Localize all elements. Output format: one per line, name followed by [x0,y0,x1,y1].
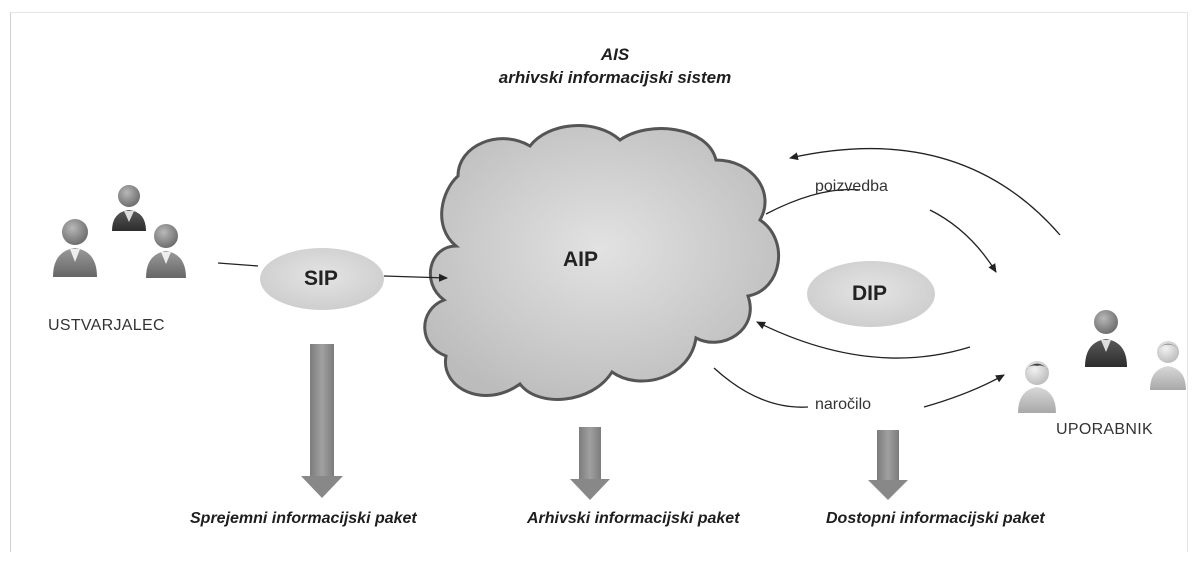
person-icon [112,185,146,231]
sip-ellipse [260,248,384,310]
diagram-frame [10,12,1188,552]
system-name: arhivski informacijski sistem [498,68,732,87]
person-icon [53,219,97,277]
arrow-query-to-user [929,209,997,273]
sip-caption: Sprejemni informacijski paket [190,510,417,527]
producer-label: USTVARJALEC [48,317,165,334]
aip-cloud [423,124,781,401]
dip-caption: Dostopni informacijski paket [826,510,1045,527]
aip-caption: Arhivski informacijski paket [527,510,740,527]
system-acronym: AIS [600,45,630,64]
arrow-order-from-dip [756,321,971,359]
arrow-producer-to-sip [217,262,259,267]
person-icon [1085,310,1127,367]
sip-label: SIP [304,267,338,290]
arrow-order-out [713,367,809,408]
arrow-sip-to-aip [383,273,448,282]
person-icon [146,224,186,278]
arrow-query-out [765,188,861,215]
order-label: naročilo [815,396,872,413]
consumer-label: UPORABNIK [1056,421,1153,438]
aip-label: AIP [563,248,599,271]
dip-label: DIP [852,282,888,305]
arrow-query-return [789,148,1061,236]
person-group-icon [1018,310,1186,413]
big-arrow-aip [570,427,610,500]
big-arrow-sip [301,344,343,498]
arrow-order-to-user [923,374,1005,408]
big-arrow-dip [868,430,908,500]
person-group-icon [53,185,186,278]
dip-ellipse [807,261,935,327]
person-icon [1018,361,1056,413]
person-icon [1150,341,1186,390]
query-label: poizvedba [815,178,888,195]
